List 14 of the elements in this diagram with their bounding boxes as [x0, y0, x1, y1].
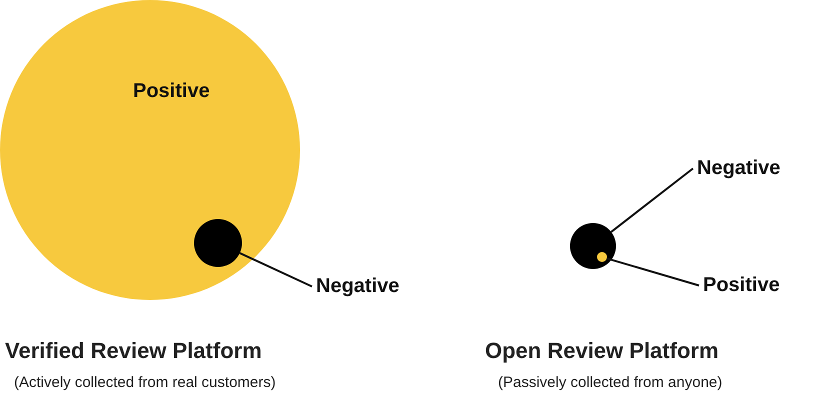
- platform-subtitle: (Actively collected from real customers): [14, 374, 276, 391]
- platform-title: Verified Review Platform: [5, 338, 262, 364]
- dot-marker: [597, 252, 607, 262]
- callout-label: Negative: [697, 157, 780, 180]
- small-circle: [194, 219, 242, 267]
- platform-subtitle: (Passively collected from anyone): [498, 374, 722, 391]
- region-label: Positive: [133, 80, 210, 103]
- small-circle: [570, 223, 616, 269]
- leader-line: [606, 257, 700, 286]
- leader-line: [239, 252, 312, 288]
- platform-title: Open Review Platform: [485, 338, 719, 364]
- callout-label: Negative: [316, 275, 400, 298]
- leader-line: [610, 168, 694, 233]
- callout-label: Positive: [703, 274, 780, 297]
